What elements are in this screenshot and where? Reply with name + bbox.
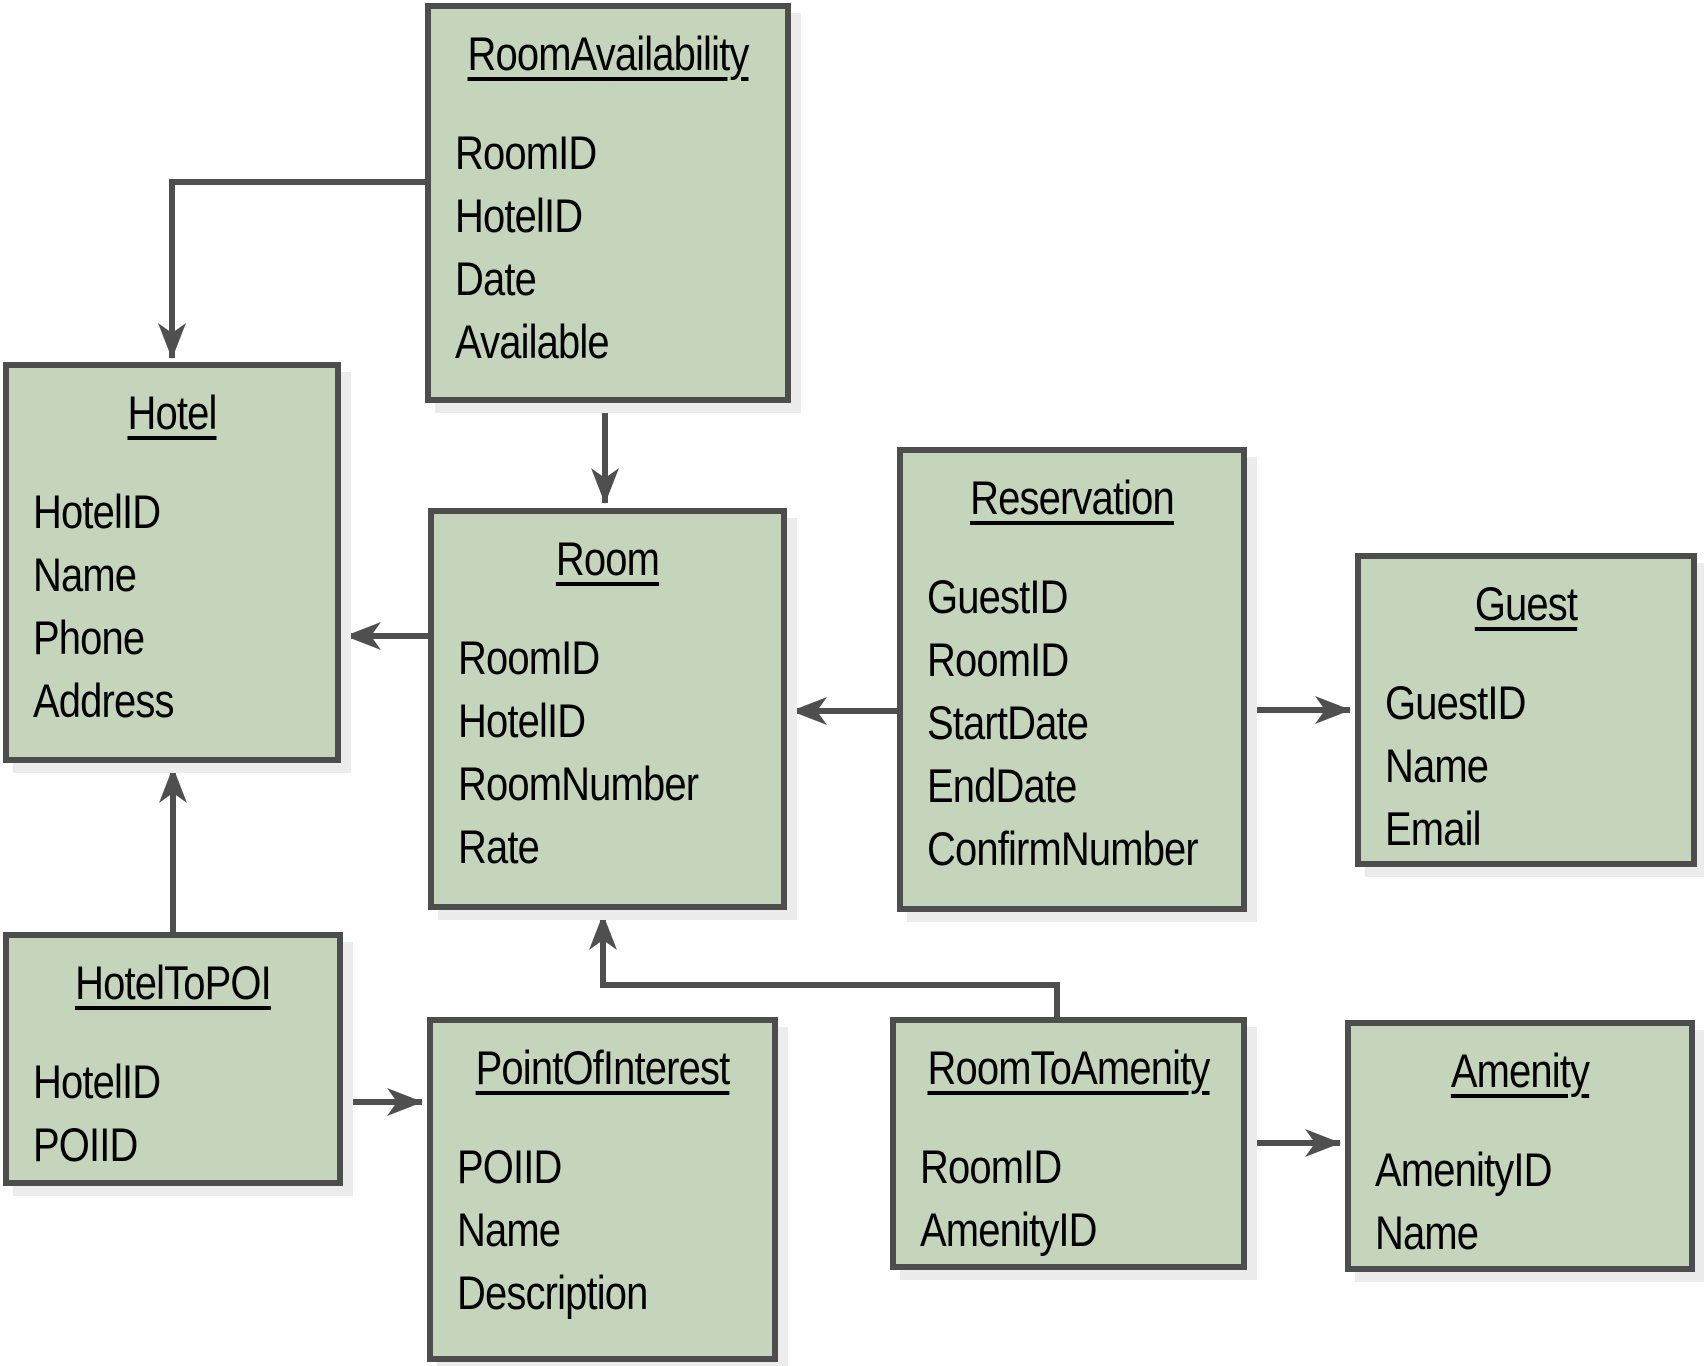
- entity-field: Email: [1385, 802, 1482, 855]
- entity-field: RoomNumber: [458, 757, 699, 810]
- entity-roomtoamenity: RoomToAmenity RoomID AmenityID: [890, 1017, 1247, 1270]
- entity-field: Name: [33, 548, 137, 601]
- entity-field: GuestID: [927, 570, 1068, 623]
- entity-field: HotelID: [455, 189, 583, 242]
- entity-field: RoomID: [920, 1140, 1062, 1193]
- entity-title: Reservation: [970, 471, 1175, 524]
- entity-title: Guest: [1474, 577, 1578, 630]
- entity-field: RoomID: [927, 633, 1069, 686]
- entity-field: Date: [455, 252, 537, 305]
- entity-field: AmenityID: [1375, 1143, 1552, 1196]
- entity-fields: HotelID POIID: [33, 1050, 291, 1176]
- entity-field: Name: [1375, 1206, 1479, 1259]
- entity-field: HotelID: [33, 485, 161, 538]
- entity-field: HotelID: [33, 1055, 161, 1108]
- entity-fields: AmenityID Name: [1375, 1138, 1642, 1264]
- entity-guest: Guest GuestID Name Email: [1355, 553, 1697, 867]
- entity-room: Room RoomID HotelID RoomNumber Rate: [428, 508, 787, 910]
- entity-field: Name: [1385, 739, 1489, 792]
- entity-field: POIID: [457, 1140, 562, 1193]
- entity-field: EndDate: [927, 759, 1077, 812]
- entity-title: Hotel: [127, 386, 217, 439]
- arrow-roomtoamenity-to-room: [589, 914, 1060, 1017]
- entity-field: HotelID: [458, 694, 586, 747]
- entity-field: Phone: [33, 611, 145, 664]
- entity-field: GuestID: [1385, 676, 1526, 729]
- entity-title: PointOfInterest: [475, 1041, 731, 1094]
- entity-fields: HotelID Name Phone Address: [33, 480, 290, 732]
- entity-title: Room: [555, 532, 660, 585]
- entity-pointofinterest: PointOfInterest POIID Name Description: [427, 1017, 778, 1362]
- entity-field: RoomID: [458, 631, 600, 684]
- entity-hotel: Hotel HotelID Name Phone Address: [3, 362, 341, 763]
- entity-field: Available: [455, 315, 610, 368]
- entity-field: AmenityID: [920, 1203, 1097, 1256]
- entity-field: Rate: [458, 820, 540, 873]
- entity-fields: GuestID RoomID StartDate EndDate Confirm…: [927, 565, 1199, 880]
- entity-amenity: Amenity AmenityID Name: [1345, 1020, 1695, 1272]
- entity-title: Amenity: [1450, 1044, 1590, 1097]
- entity-field: StartDate: [927, 696, 1089, 749]
- entity-reservation: Reservation GuestID RoomID StartDate End…: [897, 447, 1247, 912]
- entity-title: HotelToPOI: [75, 956, 272, 1009]
- entity-hoteltopoi: HotelToPOI HotelID POIID: [3, 932, 343, 1186]
- entity-field: Address: [33, 674, 174, 727]
- entity-field: Name: [457, 1203, 561, 1256]
- entity-field: ConfirmNumber: [927, 822, 1199, 875]
- entity-fields: RoomID HotelID RoomNumber Rate: [458, 626, 733, 878]
- entity-fields: RoomID HotelID Date Available: [455, 121, 736, 373]
- entity-roomavailability: RoomAvailability RoomID HotelID Date Ava…: [425, 3, 791, 403]
- entity-fields: RoomID AmenityID: [920, 1135, 1193, 1261]
- entity-title: RoomToAmenity: [927, 1041, 1210, 1094]
- entity-field: RoomID: [455, 126, 597, 179]
- entity-fields: POIID Name Description: [457, 1135, 725, 1324]
- arrow-roomavailability-to-hotel: [158, 179, 425, 359]
- entity-field: POIID: [33, 1118, 138, 1171]
- entity-fields: GuestID Name Email: [1385, 671, 1645, 860]
- entity-title: RoomAvailability: [467, 27, 750, 80]
- entity-field: Description: [457, 1266, 648, 1319]
